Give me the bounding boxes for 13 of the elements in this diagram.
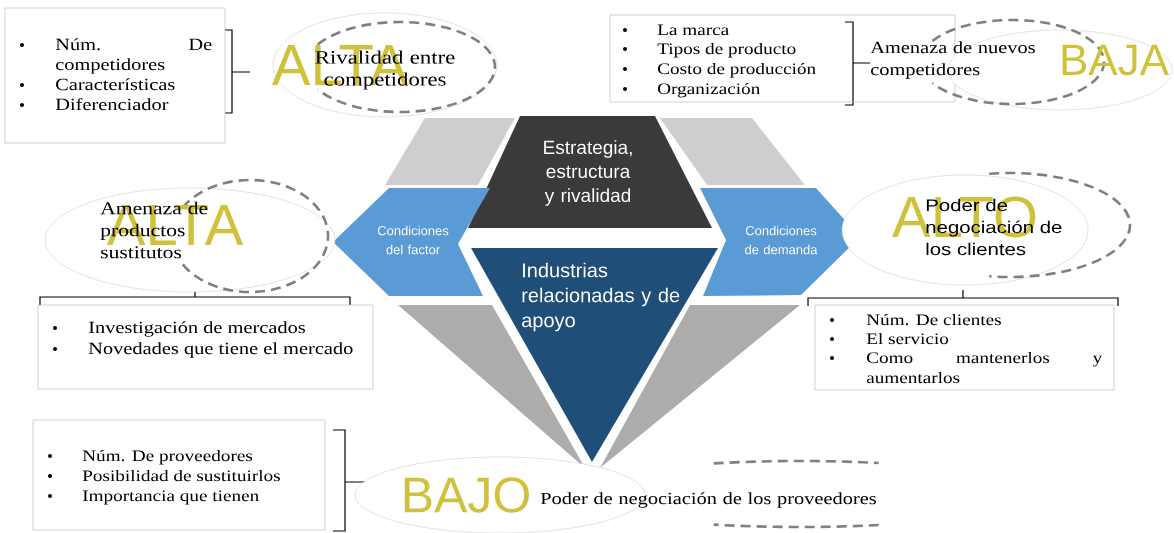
diamond-facet [660, 118, 805, 185]
node-label: Poder de negociación de los proveedores [540, 492, 876, 508]
bullet-list-box: Investigación de mercados Novedades que tiene el mercado [37, 304, 374, 390]
node-label: BAJO [404, 477, 529, 513]
diamond-facet [600, 305, 800, 468]
node-label: BAJA [1062, 44, 1169, 76]
diamond-facet: Industrias relacionadas y de apoyo [471, 248, 718, 462]
diamond-facet [385, 118, 515, 185]
bullet-list-box: Núm. De clientes El servicio Como mantenerlos y aumentarlos [814, 304, 1115, 391]
bullet-list-box: Núm. De competidores Características Diferenciador [4, 7, 226, 144]
diamond-facet: Estrategia, estructura y rivalidad [468, 116, 712, 228]
bullet-list-box: Núm. De proveedores Posibilidad de sustituirlos Importancia que tienen [32, 419, 326, 531]
node-label: Amenaza de nuevos competidores [870, 41, 1035, 79]
